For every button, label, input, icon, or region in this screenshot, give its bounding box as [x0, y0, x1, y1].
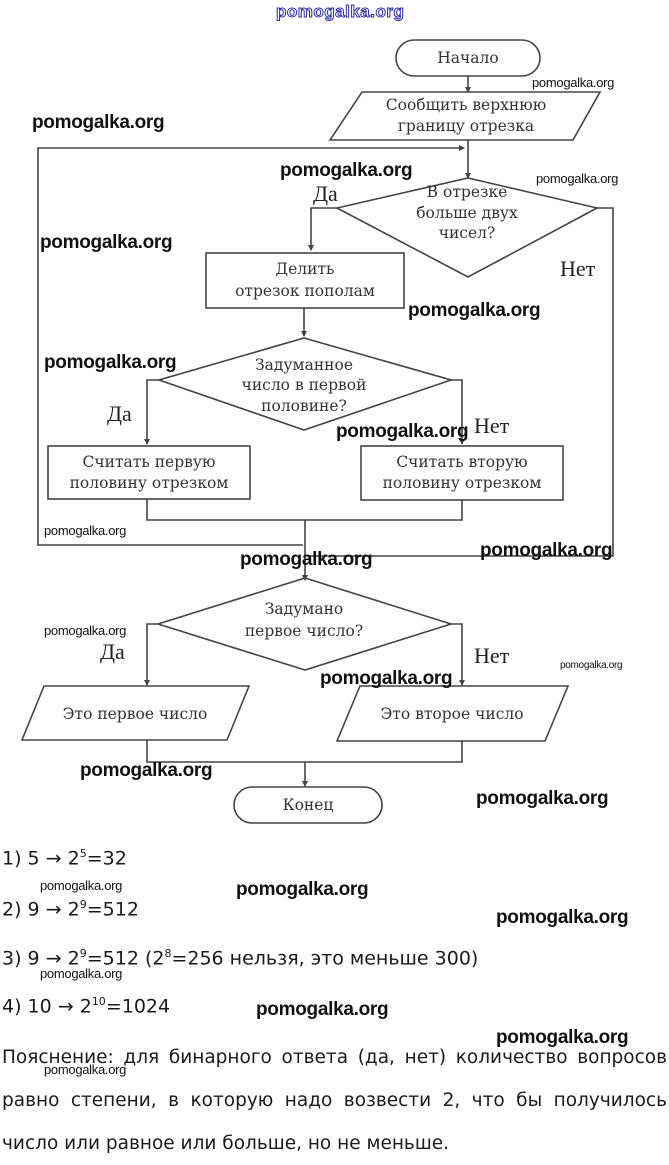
- watermark: pomogalka.org: [560, 660, 623, 671]
- connector-yes: [144, 379, 159, 445]
- loop-back-connector: [37, 145, 465, 546]
- first-half-line1: Считать первую: [83, 453, 216, 471]
- watermark: pomogalka.org: [40, 232, 173, 253]
- answer-text: =256 нельзя, это меньше 300): [171, 947, 479, 970]
- watermark: pomogalka.org: [496, 907, 629, 928]
- split-line1: Делить: [276, 260, 335, 278]
- yes-label: Да: [107, 401, 132, 426]
- second-half-line2: половину отрезком: [383, 474, 542, 492]
- decision2-line1: Задуманное: [255, 356, 353, 374]
- answer-2: 2) 9 → 29=512: [2, 898, 139, 920]
- explanation-paragraph: Пояснение: для бинарного ответа (да, нет…: [2, 1047, 667, 1154]
- input-parallelogram: [328, 91, 602, 141]
- answer-exponent: 9: [79, 898, 87, 911]
- watermark: pomogalka.org: [240, 549, 373, 570]
- watermark: pomogalka.org: [44, 523, 127, 538]
- watermark: pomogalka.org: [480, 540, 613, 561]
- connector-no: [451, 379, 465, 445]
- answer-exponent: 10: [91, 995, 106, 1008]
- start-label: Начало: [437, 49, 498, 67]
- process-split: [205, 252, 405, 309]
- no-label: Нет: [474, 413, 510, 438]
- answer-text: 4) 10 → 2: [2, 995, 92, 1018]
- no-label: Нет: [560, 256, 596, 281]
- first-half-line2: половину отрезком: [70, 474, 229, 492]
- watermark: pomogalka.org: [44, 352, 177, 373]
- yes-label: Да: [313, 181, 338, 206]
- answer-text: =32: [86, 847, 127, 870]
- output-second-label: Это второе число: [380, 705, 523, 723]
- connector-no: [307, 207, 614, 557]
- decision-more-than-two: [334, 177, 600, 278]
- end-terminator: [233, 786, 383, 824]
- merge-line: [146, 499, 463, 521]
- decision3-line2: первое число?: [245, 622, 363, 640]
- connector-yes: [144, 623, 158, 686]
- answer-text: 1) 5 → 2: [2, 847, 80, 870]
- watermark: pomogalka.org: [32, 112, 165, 133]
- answer-text: 3) 9 → 2: [2, 947, 80, 970]
- merge-line: [146, 740, 463, 763]
- answer-exponent: 5: [79, 847, 87, 860]
- answer-4: 4) 10 → 210=1024: [2, 995, 170, 1017]
- decision-first-half: [156, 337, 454, 431]
- watermark: pomogalka.org: [236, 879, 369, 900]
- split-line2: отрезок пополам: [235, 282, 375, 300]
- watermark: pomogalka.org: [532, 75, 615, 90]
- input-label-line1: Сообщить верхнюю: [386, 96, 546, 114]
- watermark: pomogalka.org: [256, 999, 389, 1020]
- yes-label: Да: [100, 639, 125, 664]
- watermark: pomogalka.org: [496, 1027, 629, 1048]
- watermark: pomogalka.org: [275, 2, 405, 22]
- answer-text: =1024: [105, 995, 171, 1018]
- process-first-half: [47, 445, 251, 500]
- answer-1: 1) 5 → 25=32: [2, 847, 127, 869]
- end-label: Конец: [283, 796, 334, 814]
- no-label: Нет: [474, 643, 510, 668]
- watermark: pomogalka.org: [80, 760, 213, 781]
- watermark: pomogalka.org: [44, 623, 127, 638]
- decision1-line2: больше двух: [416, 204, 518, 222]
- answer-exponent: 8: [164, 947, 172, 960]
- second-half-line1: Считать вторую: [396, 453, 527, 471]
- decision2-line2: число в первой: [242, 376, 367, 394]
- input-label-line2: границу отрезка: [398, 117, 534, 135]
- output-second-number: [335, 685, 570, 742]
- output-first-label: Это первое число: [63, 705, 208, 723]
- watermark: pomogalka.org: [40, 878, 123, 893]
- decision2-line3: половине?: [261, 397, 347, 415]
- watermark: pomogalka.org: [336, 421, 469, 442]
- watermark: pomogalka.org: [408, 300, 541, 321]
- decision1-line1: В отрезке: [427, 183, 508, 201]
- watermark: pomogalka.org: [320, 668, 453, 689]
- connector-no: [451, 623, 465, 686]
- answer-text: =512 (2: [86, 947, 165, 970]
- flowchart: Начало Сообщить верхнюю границу отрезка …: [20, 39, 614, 824]
- watermark: pomogalka.org: [476, 788, 609, 809]
- answer-3: 3) 9 → 29=512 (28=256 нельзя, это меньше…: [2, 947, 478, 969]
- output-first-number: [20, 685, 251, 741]
- connector-yes: [308, 207, 337, 251]
- watermark: pomogalka.org: [40, 966, 123, 981]
- answer-exponent: 9: [79, 947, 87, 960]
- watermark: pomogalka.org: [280, 160, 413, 181]
- watermark: pomogalka.org: [536, 171, 619, 186]
- answer-text: =512: [86, 898, 139, 921]
- decision-first-number: [155, 577, 454, 671]
- watermark: pomogalka.org: [44, 1062, 127, 1077]
- answer-text: 2) 9 → 2: [2, 898, 80, 921]
- decision3-line1: Задумано: [265, 600, 344, 618]
- decision1-line3: чисел?: [439, 224, 496, 242]
